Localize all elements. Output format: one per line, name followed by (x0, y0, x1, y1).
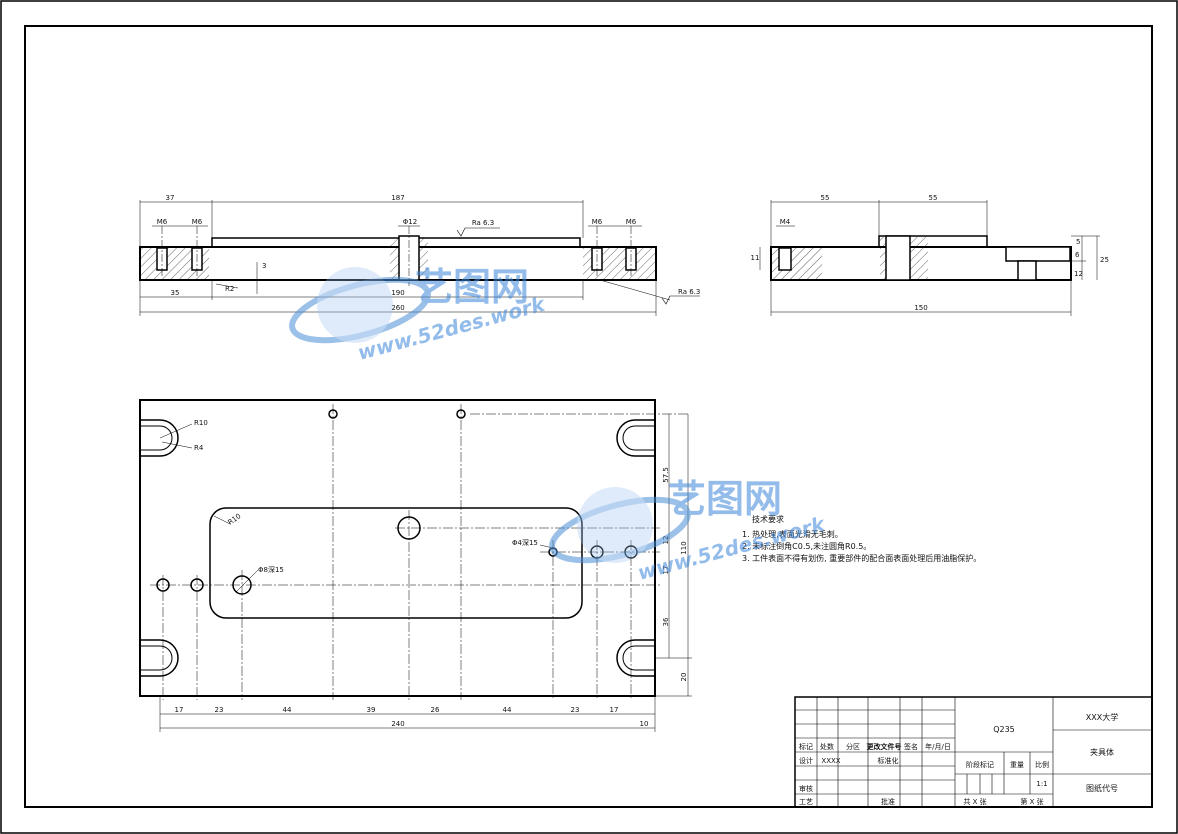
dim-text: 36 (662, 617, 670, 626)
tb-label: 标准化 (878, 756, 899, 765)
front-view (139, 200, 700, 316)
dim-text: 12 (1074, 270, 1083, 278)
dim-text: R10 (194, 419, 208, 427)
dim-text: M6 (157, 218, 168, 226)
dim-text: 55 (821, 194, 830, 202)
dim-text: 20 (680, 673, 688, 682)
dim-text: 110 (680, 541, 688, 554)
side-view-dims: 55 55 M4 11 5 6 25 12 150 (751, 194, 1109, 312)
dim-text: M6 (192, 218, 203, 226)
inner-frame (24, 25, 1153, 808)
tb-label: 标记 (799, 742, 813, 751)
dim-text: M6 (626, 218, 637, 226)
tb-label: 分区 (846, 742, 860, 751)
part-name: 夹具体 (1090, 747, 1114, 757)
dim-text: 23 (571, 706, 580, 714)
dim-text: 187 (391, 194, 404, 202)
dim-text: 150 (914, 304, 927, 312)
dim-text: M4 (780, 218, 791, 226)
dim-text: 3 (262, 262, 266, 270)
side-view (759, 200, 1100, 316)
dim-text: M6 (592, 218, 603, 226)
drawing-number: 图纸代号 (1086, 783, 1118, 793)
dim-text: 12 (662, 536, 670, 545)
dim-text: 35 (171, 289, 180, 297)
material: Q235 (993, 725, 1015, 734)
tb-stage: 阶段标记 (966, 760, 994, 769)
tb-scale-label: 比例 (1035, 760, 1049, 769)
dim-text: 11 (751, 254, 760, 262)
dim-text: 39 (367, 706, 376, 714)
dim-text: 17 (662, 566, 670, 575)
top-view-dims: R10 R4 R10 Φ8深15 Φ4深15 57.5 12 110 17 36… (175, 419, 688, 728)
dim-text: 17 (175, 706, 184, 714)
dim-text: R10 (227, 512, 243, 526)
note-line: 3. 工件表面不得有划伤, 重要部件的配合面表面处理后用油脂保护。 (742, 553, 981, 563)
tb-scale: 1:1 (1036, 780, 1047, 788)
dim-text: 44 (503, 706, 512, 714)
university: XXX大学 (1086, 712, 1118, 722)
dim-text: 25 (1100, 256, 1109, 264)
dim-text: Φ4深15 (512, 538, 538, 547)
tb-label: XXXX (821, 757, 840, 765)
dim-text: Ra 6.3 (472, 219, 494, 227)
dim-text: 6 (1075, 251, 1080, 259)
dim-text: R4 (194, 444, 204, 452)
dim-text: Φ8深15 (258, 565, 284, 574)
dim-text: Φ12 (403, 218, 417, 226)
note-line: 1. 热处理,表面光滑无毛刺。 (742, 529, 843, 539)
title-block (794, 696, 1153, 808)
dim-text: R2 (225, 285, 234, 293)
tb-weight: 重量 (1010, 761, 1024, 769)
note-line: 2. 未标注倒角C0.5,未注圆角R0.5。 (742, 541, 871, 551)
dim-text: 37 (166, 194, 175, 202)
dim-text: 10 (640, 720, 649, 728)
dim-text: 260 (391, 304, 404, 312)
tb-label: 更改文件号 (867, 742, 902, 751)
notes-title: 技术要求 (752, 514, 784, 524)
tb-sheet-no: 第 X 张 (1020, 797, 1043, 806)
top-view (139, 399, 692, 732)
title-block-text: 标记 处数 分区 更改文件号 签名 年/月/日 设计 XXXX 标准化 审核 工… (799, 712, 1118, 806)
tb-sheet-total: 共 X 张 (963, 797, 986, 806)
tb-label: 工艺 (799, 798, 813, 806)
dim-text: 5 (1076, 238, 1080, 246)
dim-text: 57.5 (662, 467, 670, 483)
dim-text: 17 (610, 706, 619, 714)
dim-text: 55 (929, 194, 938, 202)
dim-text: 23 (215, 706, 224, 714)
dim-text: 44 (283, 706, 292, 714)
tb-label: 批准 (881, 797, 895, 806)
tb-label: 年/月/日 (925, 742, 951, 751)
dim-text: Ra 6.3 (678, 288, 700, 296)
technical-notes: 技术要求 1. 热处理,表面光滑无毛刺。 2. 未标注倒角C0.5,未注圆角R0… (742, 514, 981, 563)
dim-text: 26 (431, 706, 440, 714)
tb-label: 审核 (799, 784, 813, 793)
dim-text: 190 (391, 289, 404, 297)
tb-label: 处数 (820, 742, 834, 751)
tb-label: 设计 (799, 756, 813, 765)
dim-text: 240 (391, 720, 404, 728)
tb-label: 签名 (904, 742, 918, 751)
